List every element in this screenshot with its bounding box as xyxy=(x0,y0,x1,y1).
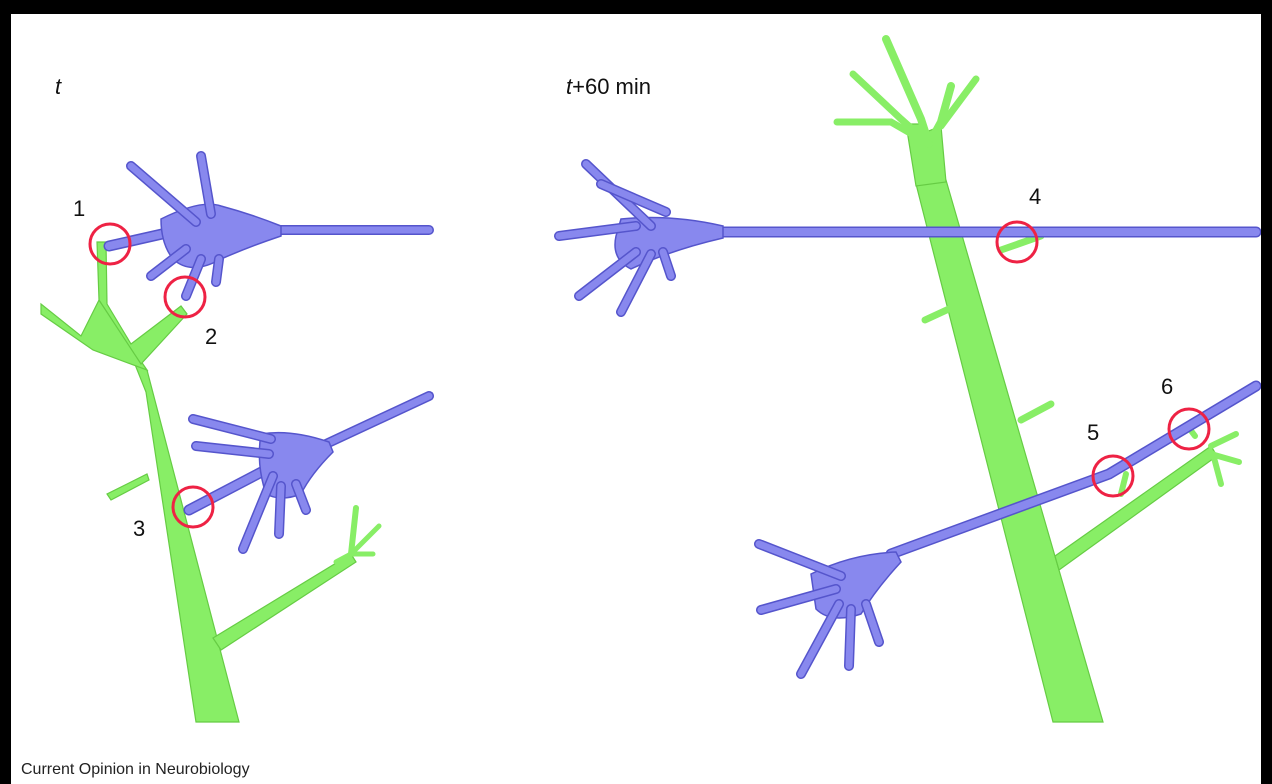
left-panel-title: t xyxy=(55,74,62,99)
left-axon-middle xyxy=(189,396,429,549)
synapse-label-2: 2 xyxy=(205,324,217,349)
right-panel xyxy=(559,39,1256,722)
right-axon-top xyxy=(559,164,1256,312)
synapse-label-4: 4 xyxy=(1029,184,1041,209)
credit-line: Current Opinion in Neurobiology xyxy=(21,761,250,778)
synapse-label-1: 1 xyxy=(73,196,85,221)
figure-panel: t t+60 min 1 2 3 4 5 6 Current Opinion i… xyxy=(11,14,1261,784)
left-panel xyxy=(41,156,429,722)
neuron-diagram: t t+60 min 1 2 3 4 5 6 Current Opinion i… xyxy=(11,14,1261,784)
right-panel-title: t+60 min xyxy=(566,74,651,99)
right-dendrite xyxy=(837,39,1239,722)
synapse-label-3: 3 xyxy=(133,516,145,541)
left-axon-top xyxy=(109,156,429,296)
synapse-label-6: 6 xyxy=(1161,374,1173,399)
left-dendrite xyxy=(41,242,379,722)
synapse-label-5: 5 xyxy=(1087,420,1099,445)
